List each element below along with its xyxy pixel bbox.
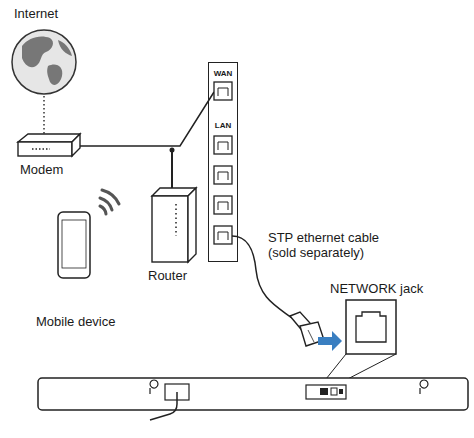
wifi-waves (100, 190, 119, 214)
globe-icon (12, 30, 76, 94)
jack-label: NETWORK jack (330, 281, 423, 296)
modem-icon (18, 134, 80, 156)
modem-label: Modem (20, 162, 63, 177)
router-label: Router (148, 268, 187, 283)
insert-arrow (318, 331, 342, 351)
internet-label: Internet (14, 6, 58, 21)
internet-link (43, 96, 45, 134)
port-label: LAN (209, 121, 237, 130)
soundbar (38, 378, 468, 420)
device-label: Mobile device (36, 314, 116, 329)
mobile-device-icon (58, 212, 90, 278)
cable-label: STP ethernet cable (sold separately) (268, 230, 400, 260)
port-notches (218, 88, 228, 240)
router-port-panel: WAN LAN (208, 62, 238, 262)
network-jack-zoom (322, 300, 396, 384)
port-label: WAN (209, 69, 237, 78)
router-ports (214, 82, 232, 244)
router-icon (152, 148, 196, 263)
wan-cable (80, 92, 214, 146)
